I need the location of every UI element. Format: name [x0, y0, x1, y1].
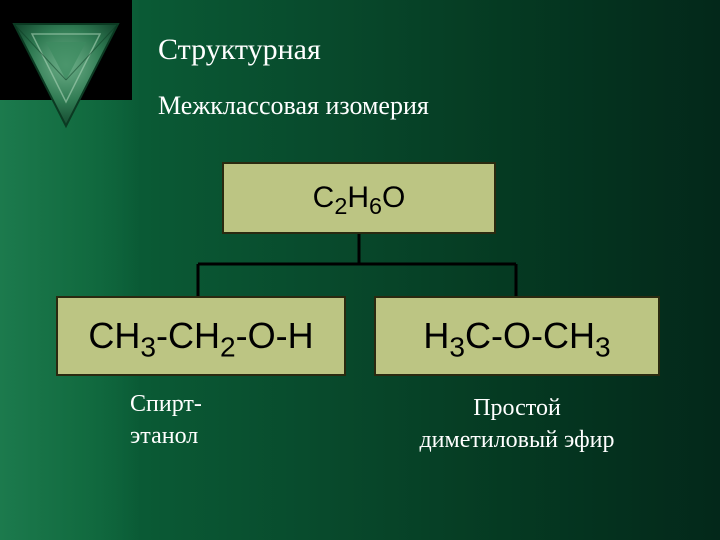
ether-formula: H3C-O-CH3 — [423, 315, 610, 361]
formula-text: C-O-CH — [465, 315, 595, 356]
formula-subscript: 2 — [220, 331, 236, 363]
formula-subscript: 3 — [449, 331, 465, 363]
ether-formula-box: H3C-O-CH3 — [374, 296, 660, 376]
formula-text: -CH — [156, 315, 220, 356]
root-formula-box: C2H6O — [222, 162, 496, 234]
ether-caption: Простой диметиловый эфир — [384, 392, 650, 456]
ethanol-formula-box: CH3-CH2-O-H — [56, 296, 346, 376]
formula-subscript: 2 — [334, 193, 348, 220]
ether-caption-line2: диметиловый эфир — [419, 427, 615, 453]
formula-text: CH — [88, 315, 141, 356]
formula-text: H — [423, 315, 450, 356]
ether-caption-line1: Простой — [473, 395, 561, 421]
formula-text: C — [312, 181, 335, 214]
formula-text: O — [382, 181, 406, 214]
slide-subtitle: Межклассовая изомерия — [158, 91, 429, 120]
formula-text: -O-H — [235, 315, 314, 356]
ethanol-caption-line2: этанол — [130, 423, 199, 449]
formula-text: H — [347, 181, 369, 214]
formula-subscript: 3 — [140, 331, 157, 363]
green-triangle-logo-icon — [12, 23, 120, 129]
ethanol-caption: Спирт- этанол — [130, 388, 202, 452]
formula-subscript: 6 — [369, 193, 383, 220]
formula-subscript: 3 — [594, 331, 611, 363]
slide-title: Структурная — [158, 33, 321, 66]
root-formula: C2H6O — [312, 181, 406, 218]
ethanol-caption-line1: Спирт- — [130, 391, 202, 417]
ethanol-formula: CH3-CH2-O-H — [88, 315, 314, 361]
